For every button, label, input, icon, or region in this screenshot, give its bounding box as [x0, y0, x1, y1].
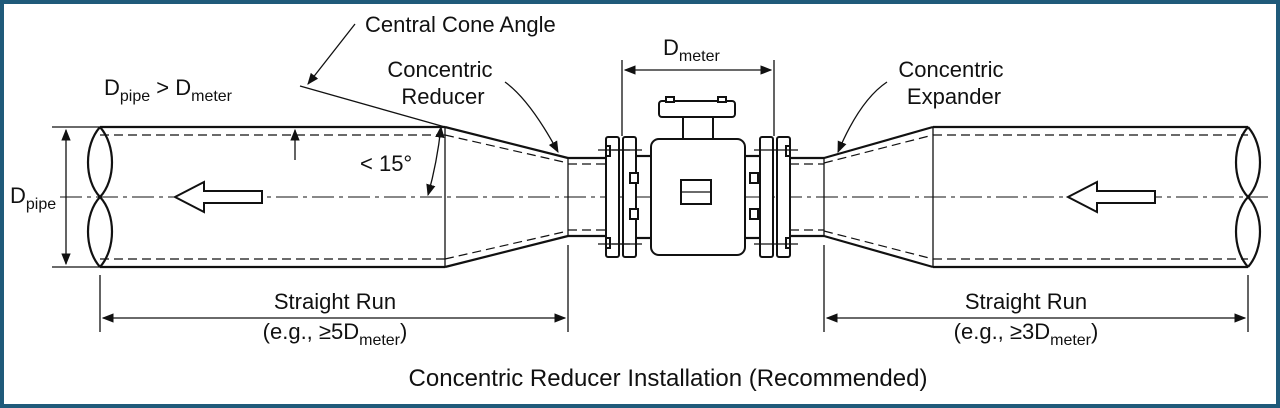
right-meter-spool: [790, 156, 825, 238]
left-pipe: [86, 125, 446, 269]
dpipe-side-label: Dpipe: [10, 183, 56, 213]
central-cone-angle-label: Central Cone Angle: [365, 12, 556, 37]
left-flange-pair: [598, 136, 642, 258]
flow-arrow-left: [172, 180, 263, 214]
diagram-caption: Concentric Reducer Installation (Recomme…: [409, 365, 928, 392]
cone-angle-leader: [307, 23, 356, 85]
dpipe-dimension: [52, 126, 100, 268]
concentric-reducer-label: Concentric Reducer: [387, 57, 498, 109]
cone-angle-arc: [426, 125, 445, 197]
right-straight-run-value: (e.g., ≥3Dmeter): [954, 319, 1099, 349]
left-meter-spool: [568, 156, 606, 238]
right-flange-pair: [749, 136, 798, 258]
concentric-expander-label: Concentric Expander: [898, 57, 1009, 109]
left-straight-run-title: Straight Run: [274, 289, 396, 314]
reducer-leader: [504, 81, 559, 154]
flow-meter-body: [636, 96, 760, 256]
expander-leader: [837, 81, 888, 154]
dmeter-dimension: [621, 60, 775, 136]
right-pipe: [933, 125, 1262, 269]
flow-arrow-right: [1065, 180, 1156, 214]
left-straight-run-value: (e.g., ≥5Dmeter): [263, 319, 408, 349]
cone-angle-value: < 15°: [360, 151, 412, 176]
installation-diagram: Central Cone Angle Dmeter Dpipe > Dmeter…: [10, 12, 1268, 392]
right-straight-run-title: Straight Run: [965, 289, 1087, 314]
right-straight-run-dimension: [823, 245, 1249, 332]
dpipe-gt-dmeter-label: Dpipe > Dmeter: [104, 75, 233, 105]
cone-angle-extension: [299, 85, 446, 128]
concentric-reducer: [444, 125, 569, 269]
left-straight-run-dimension: [99, 245, 569, 332]
dmeter-label: Dmeter: [663, 35, 720, 65]
